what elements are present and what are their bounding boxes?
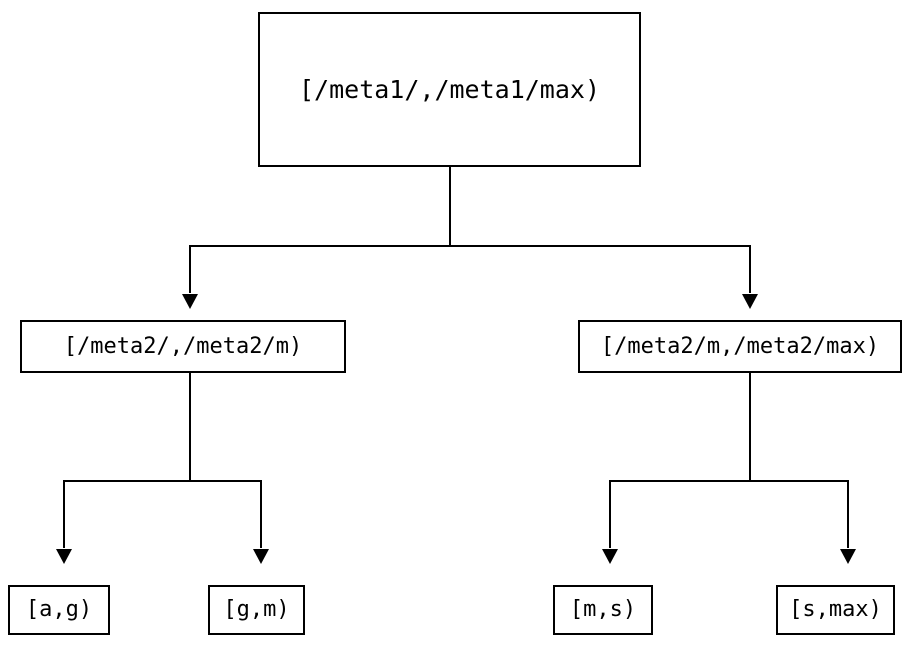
tree-node-leaf-2-label: [m,s): [569, 597, 637, 622]
arrowhead-root-to-mid-right-icon: [742, 294, 758, 309]
edge-root-stem: [449, 167, 451, 246]
edge-mid-right-stem: [749, 373, 751, 481]
edge-mid-left-stem: [189, 373, 191, 481]
tree-node-leaf-2[interactable]: [m,s): [553, 585, 653, 635]
tree-node-root-label: [/meta1/,/meta1/max): [298, 75, 601, 104]
tree-node-leaf-0[interactable]: [a,g): [8, 585, 110, 635]
edge-mid-left-to-leaf-0: [63, 480, 65, 548]
edge-root-to-mid-left: [189, 245, 191, 293]
tree-node-leaf-1[interactable]: [g,m): [208, 585, 305, 635]
edge-mid-left-to-leaf-1: [260, 480, 262, 548]
tree-node-leaf-3-label: [s,max): [789, 597, 882, 622]
tree-node-mid-right[interactable]: [/meta2/m,/meta2/max): [578, 320, 902, 373]
arrowhead-to-leaf-3-icon: [840, 549, 856, 564]
tree-node-leaf-1-label: [g,m): [223, 597, 290, 622]
tree-node-mid-left[interactable]: [/meta2/,/meta2/m): [20, 320, 346, 373]
arrowhead-to-leaf-2-icon: [602, 549, 618, 564]
arrowhead-to-leaf-1-icon: [253, 549, 269, 564]
tree-node-leaf-0-label: [a,g): [25, 597, 93, 622]
tree-node-mid-right-label: [/meta2/m,/meta2/max): [600, 333, 880, 359]
arrowhead-to-leaf-0-icon: [56, 549, 72, 564]
edge-root-horizontal-bar: [189, 245, 751, 247]
edge-mid-right-to-leaf-3: [847, 480, 849, 548]
arrowhead-root-to-mid-left-icon: [182, 294, 198, 309]
tree-node-mid-left-label: [/meta2/,/meta2/m): [63, 333, 303, 359]
edge-mid-right-to-leaf-2: [609, 480, 611, 548]
edge-mid-right-horizontal-bar: [609, 480, 849, 482]
tree-node-leaf-3[interactable]: [s,max): [776, 585, 895, 635]
edge-root-to-mid-right: [749, 245, 751, 293]
edge-mid-left-horizontal-bar: [63, 480, 262, 482]
tree-node-root[interactable]: [/meta1/,/meta1/max): [258, 12, 641, 167]
